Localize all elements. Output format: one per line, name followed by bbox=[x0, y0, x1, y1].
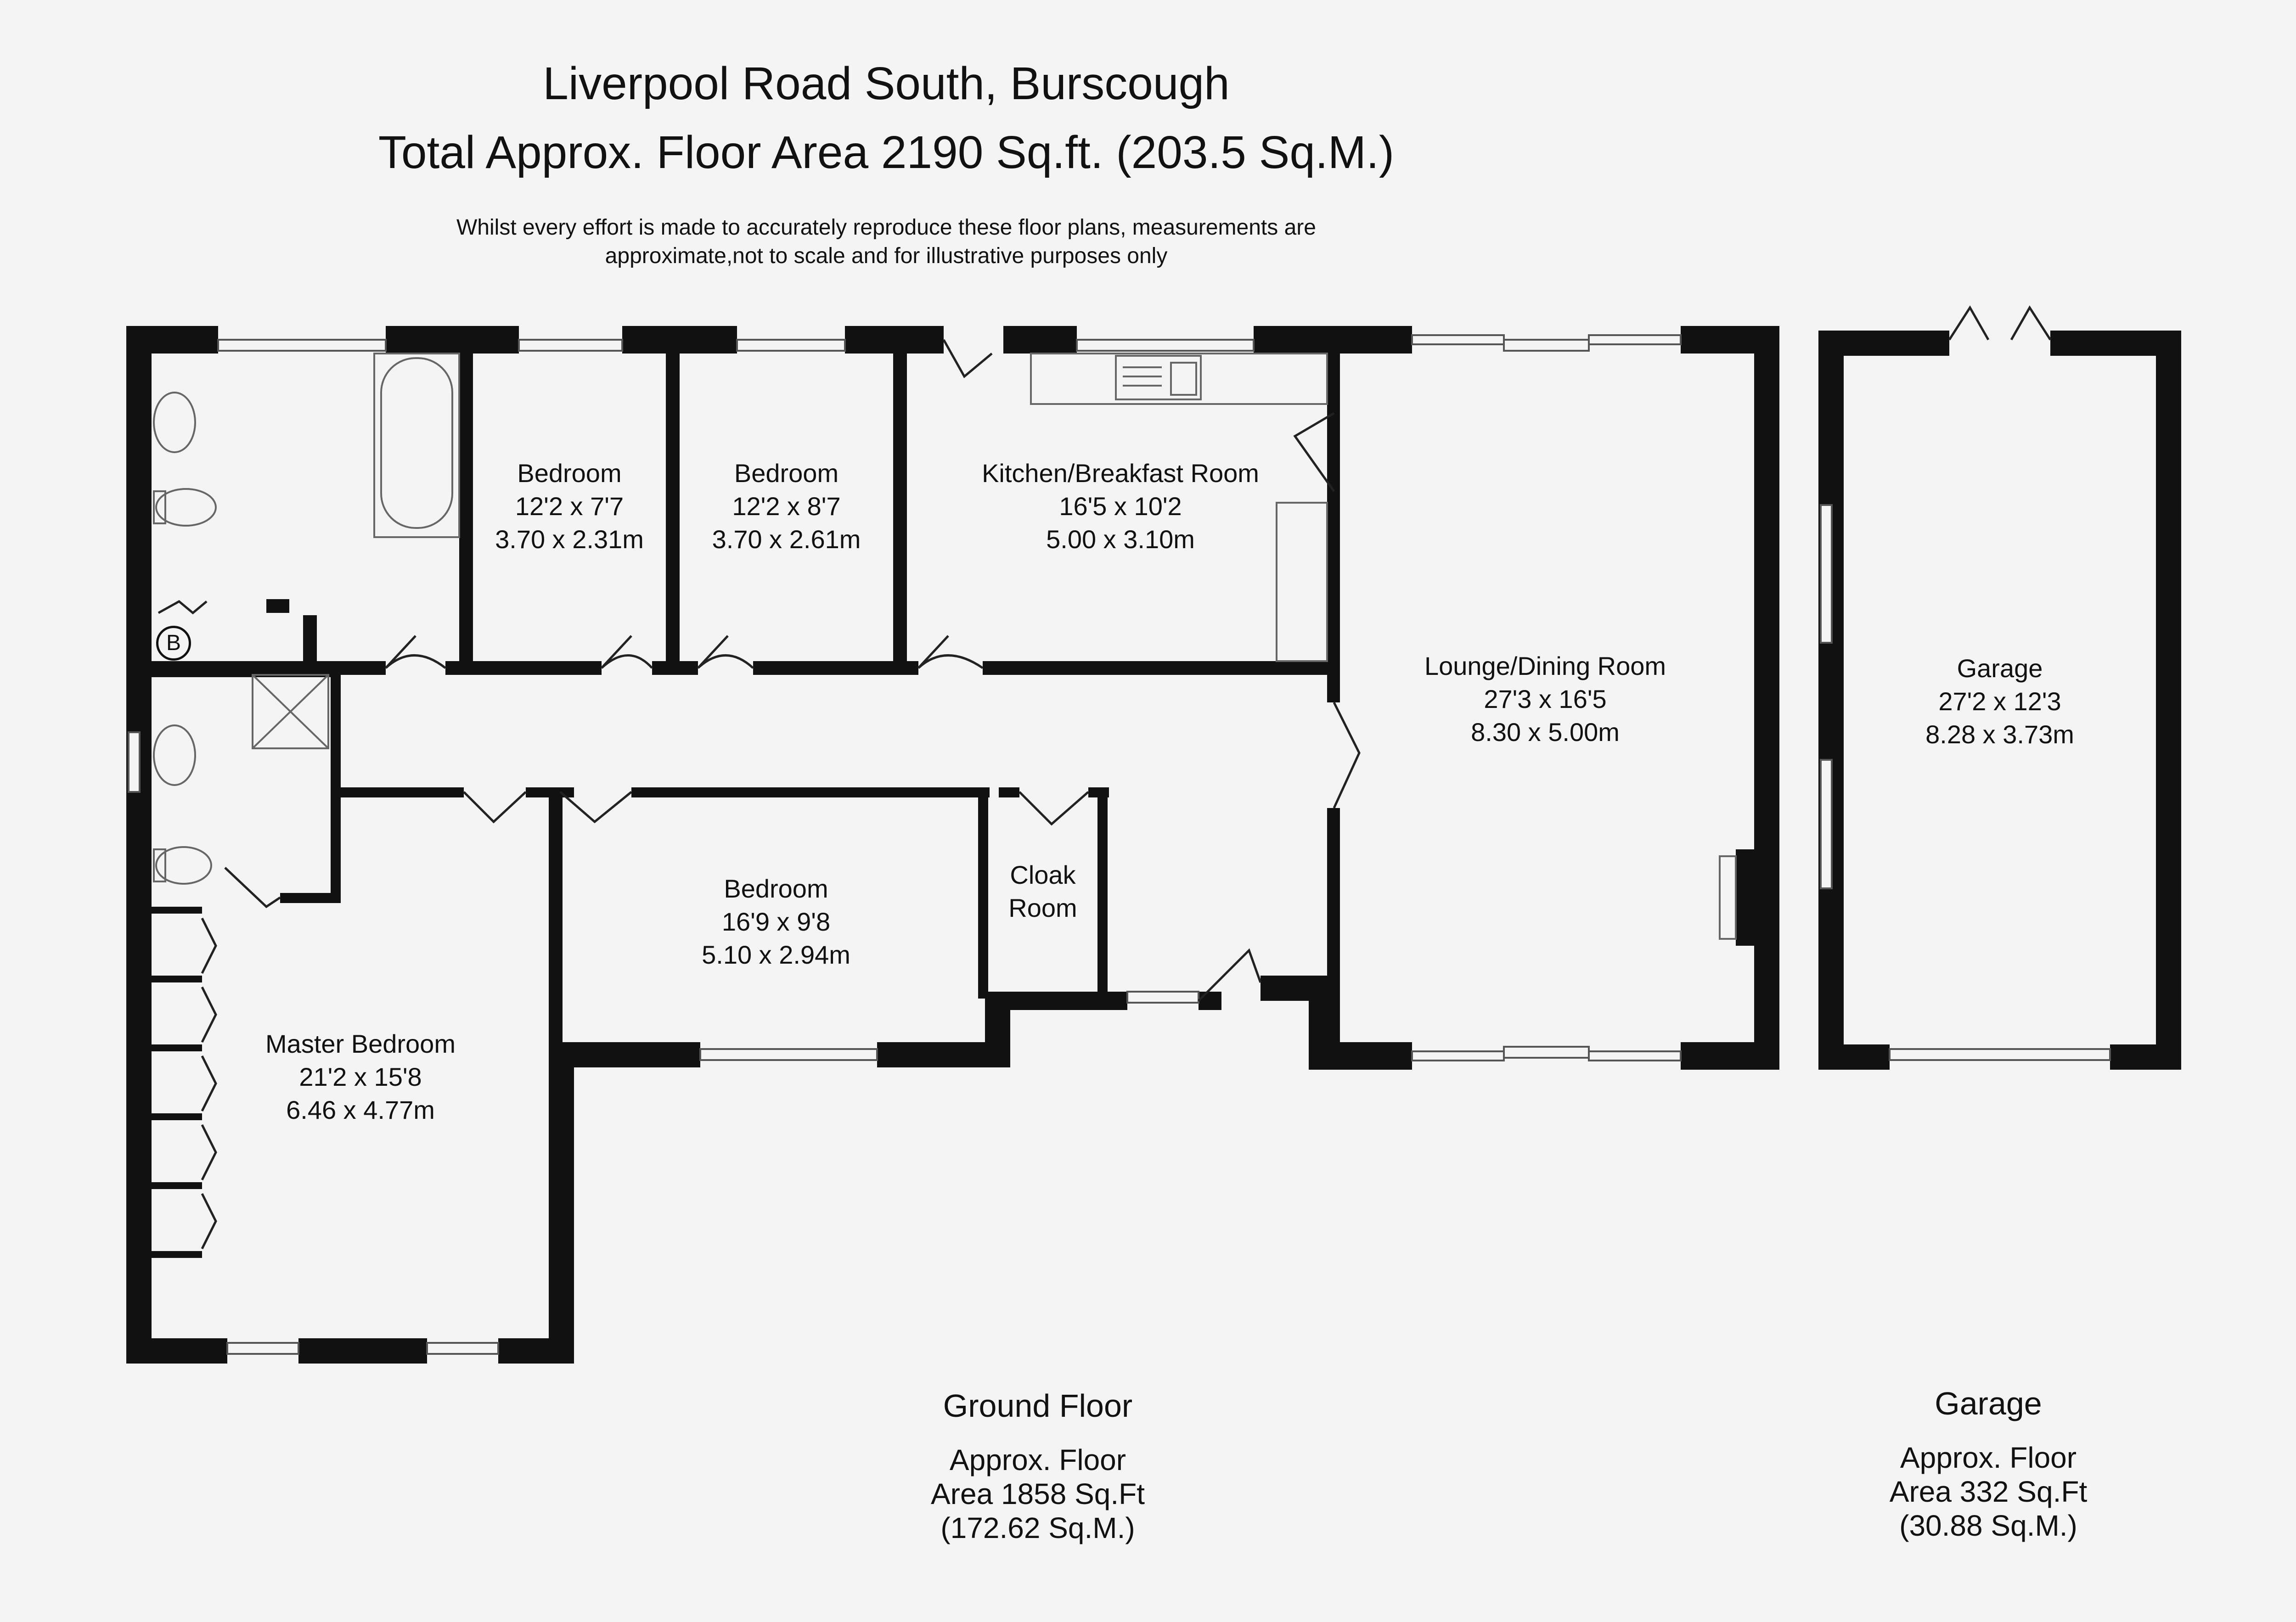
disclaimer-line-1: Whilst every effort is made to accuratel… bbox=[456, 215, 1316, 240]
room-metric: 6.46 x 4.77m bbox=[286, 1095, 435, 1124]
room-imperial: 16'9 x 9'8 bbox=[721, 907, 831, 936]
floor-area-line-2: Area 332 Sq.Ft bbox=[1889, 1475, 2088, 1508]
room-metric: 5.00 x 3.10m bbox=[1046, 525, 1195, 554]
room-metric: 3.70 x 2.61m bbox=[712, 525, 861, 554]
floor-area-line-3: (172.62 Sq.M.) bbox=[940, 1511, 1135, 1544]
room-imperial: 12'2 x 8'7 bbox=[732, 492, 841, 521]
room-imperial: 21'2 x 15'8 bbox=[299, 1062, 422, 1091]
total-area: Total Approx. Floor Area 2190 Sq.ft. (20… bbox=[378, 127, 1395, 178]
room-bedroom-3: Bedroom 12'2 x 8'7 3.70 x 2.61m bbox=[680, 457, 893, 556]
room-name: Bedroom bbox=[734, 459, 839, 488]
room-name-line-1: Cloak bbox=[1010, 860, 1076, 889]
room-bedroom-2: Bedroom 12'2 x 7'7 3.70 x 2.31m bbox=[473, 457, 666, 556]
windows bbox=[128, 334, 2111, 1355]
room-bedroom-4: Bedroom 16'9 x 9'8 5.10 x 2.94m bbox=[574, 872, 978, 971]
fixtures bbox=[153, 353, 1737, 940]
doors bbox=[158, 305, 2052, 1250]
walls bbox=[126, 326, 2181, 1364]
room-name: Garage bbox=[1957, 654, 2043, 683]
floor-area-line-1: Approx. Floor bbox=[949, 1443, 1126, 1476]
room-cloak: Cloak Room bbox=[988, 859, 1097, 925]
room-name: Master Bedroom bbox=[265, 1029, 456, 1058]
room-metric: 5.10 x 2.94m bbox=[702, 940, 850, 969]
floor-area-line-2: Area 1858 Sq.Ft bbox=[930, 1477, 1145, 1510]
room-name: Kitchen/Breakfast Room bbox=[982, 459, 1259, 488]
boiler-marker: B bbox=[156, 626, 191, 661]
room-name: Lounge/Dining Room bbox=[1424, 651, 1666, 680]
room-imperial: 12'2 x 7'7 bbox=[515, 492, 624, 521]
room-name: Bedroom bbox=[517, 459, 622, 488]
room-master-bedroom: Master Bedroom 21'2 x 15'8 6.46 x 4.77m bbox=[220, 1027, 501, 1127]
room-name: Bedroom bbox=[724, 874, 828, 903]
floor-name: Ground Floor bbox=[943, 1388, 1133, 1424]
room-metric: 8.28 x 3.73m bbox=[1925, 720, 2074, 749]
floor-area-line-1: Approx. Floor bbox=[1900, 1441, 2077, 1474]
room-name-line-2: Room bbox=[1008, 893, 1077, 922]
room-kitchen: Kitchen/Breakfast Room 16'5 x 10'2 5.00 … bbox=[932, 457, 1309, 556]
floor-area-line-3: (30.88 Sq.M.) bbox=[1899, 1509, 2077, 1542]
floor-name: Garage bbox=[1935, 1386, 2042, 1421]
room-lounge: Lounge/Dining Room 27'3 x 16'5 8.30 x 5.… bbox=[1359, 650, 1731, 749]
room-metric: 3.70 x 2.31m bbox=[495, 525, 644, 554]
ground-floor-caption: Ground Floor Approx. Floor Area 1858 Sq.… bbox=[854, 1389, 1221, 1545]
disclaimer-line-2: approximate,not to scale and for illustr… bbox=[605, 244, 1168, 268]
plan-title: Liverpool Road South, Burscough bbox=[543, 58, 1230, 109]
room-metric: 8.30 x 5.00m bbox=[1471, 718, 1620, 746]
garage-caption: Garage Approx. Floor Area 332 Sq.Ft (30.… bbox=[1805, 1386, 2172, 1543]
room-garage: Garage 27'2 x 12'3 8.28 x 3.73m bbox=[1851, 652, 2149, 751]
room-imperial: 27'2 x 12'3 bbox=[1938, 687, 2061, 716]
room-imperial: 16'5 x 10'2 bbox=[1059, 492, 1182, 521]
room-imperial: 27'3 x 16'5 bbox=[1484, 685, 1607, 713]
